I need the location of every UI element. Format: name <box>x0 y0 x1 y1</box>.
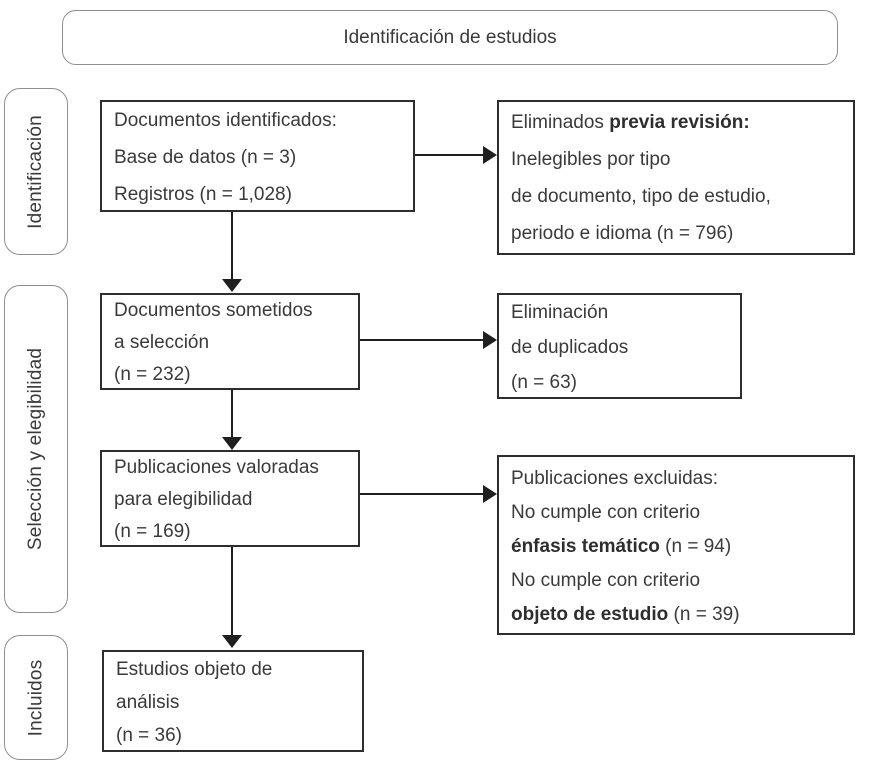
diagram-title: Identificación de estudios <box>343 26 557 48</box>
box-publications-assessed-line3: (n = 169) <box>114 521 191 542</box>
box-eliminated-prior-review-line4: periodo e idioma (n = 796) <box>511 223 734 244</box>
box-studies-included-line3: (n = 36) <box>116 725 183 746</box>
arrow-identified-to-screened-head-icon <box>222 279 242 292</box>
arrow-assessed-to-included-line <box>231 547 233 635</box>
box-publications-assessed-line2: para elegibilidad <box>114 489 253 510</box>
box-documents-screened: Documentos sometidos a selección (n = 23… <box>100 293 360 390</box>
box-duplicates-removed-line3: (n = 63) <box>511 372 578 393</box>
excluded-line5-bold: objeto de estudio <box>511 604 669 625</box>
excluded-line3-bold: énfasis temático <box>511 536 660 557</box>
stage-label-included-text: Incluidos <box>25 659 47 736</box>
box-publications-excluded-line2: No cumple con criterio <box>511 502 701 523</box>
box-documents-screened-line1: Documentos sometidos <box>114 300 313 321</box>
excluded-line5-normal: (n = 39) <box>668 604 740 625</box>
eliminated-line1-bold: previa revisión: <box>609 112 750 133</box>
box-documents-identified-line1: Documentos identificados: <box>114 110 337 131</box>
box-duplicates-removed-line1: Eliminación <box>511 302 609 323</box>
arrow-screened-to-assessed-line <box>231 390 233 437</box>
box-publications-assessed-line1: Publicaciones valoradas <box>114 457 319 478</box>
stage-label-included: Incluidos <box>4 635 68 760</box>
box-eliminated-prior-review-line2: Inelegibles por tipo <box>511 149 671 170</box>
box-studies-included-line1: Estudios objeto de <box>116 659 273 680</box>
arrow-assessed-to-excluded-line <box>360 493 483 495</box>
diagram-title-box: Identificación de estudios <box>62 10 838 65</box>
stage-label-identification: Identificación <box>4 88 68 255</box>
arrow-assessed-to-excluded-head-icon <box>483 485 497 503</box>
box-eliminated-prior-review-line3: de documento, tipo de estudio, <box>511 186 771 207</box>
box-publications-assessed: Publicaciones valoradas para elegibilida… <box>100 450 360 547</box>
stage-label-screening-eligibility-text: Selección y elegibilidad <box>25 347 47 551</box>
box-publications-excluded-line4: No cumple con criterio <box>511 570 701 591</box>
box-documents-screened-line2: a selección <box>114 332 210 353</box>
box-eliminated-prior-review-line1: Eliminados previa revisión: <box>511 104 841 141</box>
box-publications-excluded: Publicaciones excluidas: No cumple con c… <box>497 455 855 635</box>
box-documents-identified-line2: Base de datos (n = 3) <box>114 147 297 168</box>
box-documents-identified: Documentos identificados: Base de datos … <box>100 100 415 212</box>
eliminated-line1-normal: Eliminados <box>511 112 610 133</box>
arrow-screened-to-assessed-head-icon <box>222 437 242 450</box>
box-duplicates-removed: Eliminación de duplicados (n = 63) <box>497 293 742 399</box>
box-eliminated-prior-review: Eliminados previa revisión: Inelegibles … <box>497 100 855 255</box>
arrow-identified-to-eliminated-line <box>415 154 483 156</box>
stage-label-identification-text: Identificación <box>25 114 47 229</box>
box-publications-excluded-line3: énfasis temático (n = 94) <box>511 530 841 564</box>
box-publications-excluded-line5: objeto de estudio (n = 39) <box>511 598 841 632</box>
arrow-screened-to-duplicates-line <box>360 339 483 341</box>
box-documents-screened-line3: (n = 232) <box>114 364 191 385</box>
arrow-assessed-to-included-head-icon <box>222 635 242 648</box>
box-duplicates-removed-line2: de duplicados <box>511 337 629 358</box>
box-studies-included-line2: análisis <box>116 692 180 713</box>
box-documents-identified-line3: Registros (n = 1,028) <box>114 184 292 205</box>
arrow-identified-to-screened-line <box>231 212 233 279</box>
arrow-screened-to-duplicates-head-icon <box>483 331 497 349</box>
stage-label-screening-eligibility: Selección y elegibilidad <box>4 285 68 613</box>
box-studies-included: Estudios objeto de análisis (n = 36) <box>102 650 364 752</box>
arrow-identified-to-eliminated-head-icon <box>483 146 497 164</box>
excluded-line3-normal: (n = 94) <box>659 536 732 557</box>
box-publications-excluded-line1: Publicaciones excluidas: <box>511 468 719 489</box>
